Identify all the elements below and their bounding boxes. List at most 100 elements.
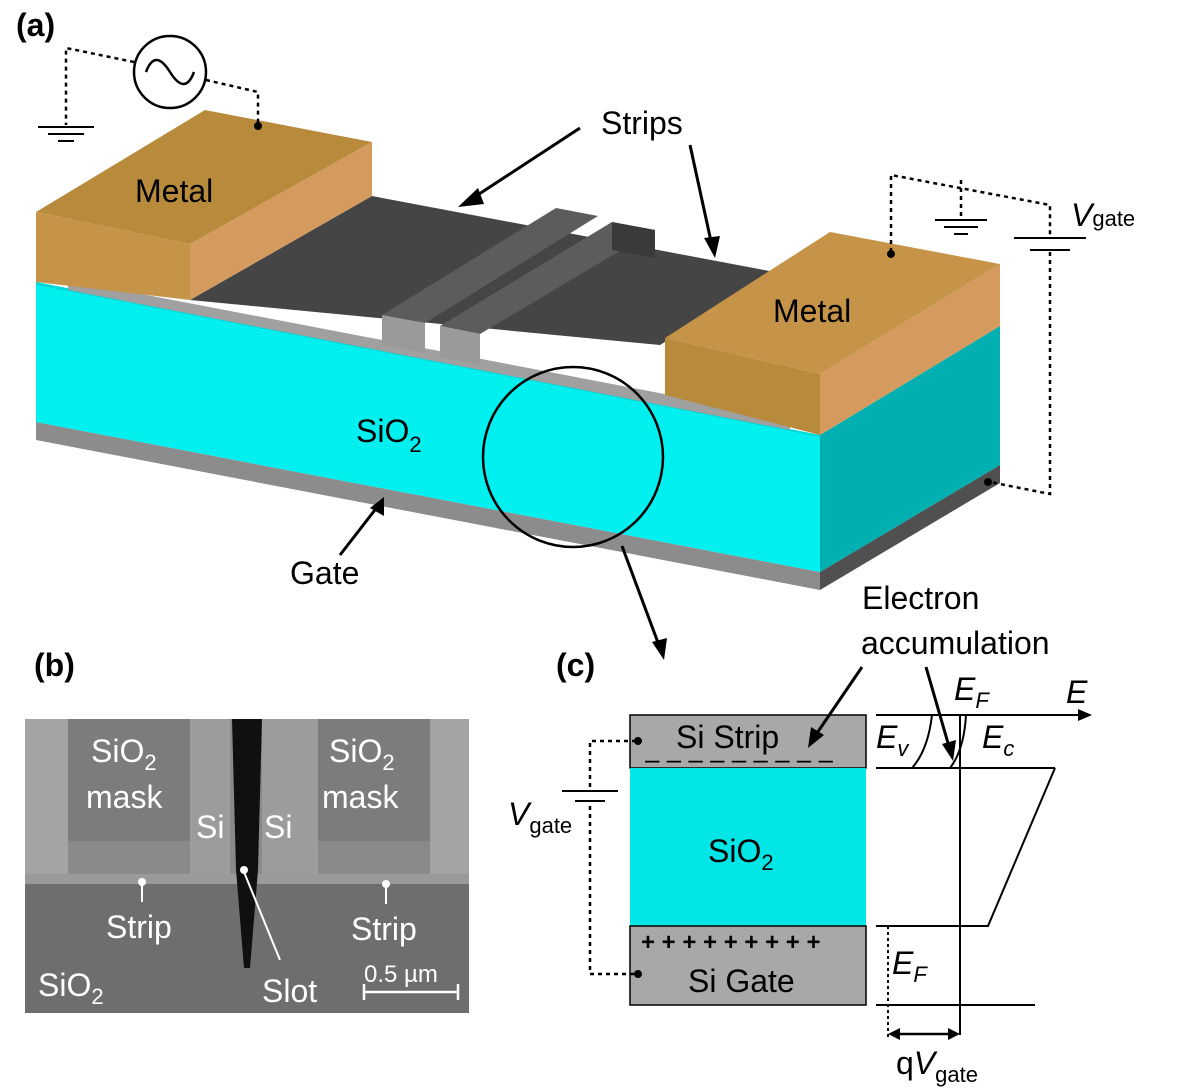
electron-arrow-1 <box>813 666 864 737</box>
strip-right-dot <box>382 880 390 888</box>
ridge-left-front <box>382 315 425 353</box>
sem-mask-left-label-2: mask <box>86 779 163 815</box>
oxide-label-c: SiO2 <box>708 833 774 875</box>
zoom-arrow <box>620 545 662 649</box>
ef-top-label: EF <box>954 671 990 713</box>
vgate-wire-bottom <box>989 252 1052 496</box>
panel-c: (c) Electron accumulation Si Strip – – –… <box>508 580 1092 1087</box>
scale-bar-label: 0.5 µm <box>364 961 438 988</box>
ground-icon-left <box>38 126 94 142</box>
ac-wire-right <box>205 78 260 124</box>
gate-label: Gate <box>290 555 359 591</box>
sem-mask-left-label: SiO2 <box>91 733 157 775</box>
sem-si-left <box>190 719 230 874</box>
ec-label: Ec <box>982 719 1014 761</box>
valence-band-curve <box>911 714 933 769</box>
sem-slot <box>232 719 262 968</box>
gate-arrowhead <box>370 497 384 516</box>
ridge-left-top <box>382 208 598 323</box>
sem-mask-right-label: SiO2 <box>329 733 395 775</box>
sem-mask-right-label-2: mask <box>322 779 399 815</box>
zoom-circle <box>481 365 665 549</box>
vgate-contact-gate-dot <box>984 478 992 486</box>
strip-left-dot <box>138 878 146 886</box>
sem-strip-left-label: Strip <box>106 909 172 945</box>
vgate-label-c: Vgate <box>508 796 572 838</box>
metal-right-front <box>665 338 820 435</box>
panel-b-label: (b) <box>34 647 75 683</box>
strip-front <box>68 280 790 430</box>
panel-b: (b) SiO2 mask SiO2 mask Si Si Strip Stri… <box>25 647 469 1013</box>
gate-arrow <box>338 505 380 556</box>
ridge-right-side <box>612 222 655 258</box>
vgate-c-wire-bottom <box>588 806 636 976</box>
sem-edge-right <box>430 719 469 874</box>
sem-strip-right-label: Strip <box>351 911 417 947</box>
strips-label: Strips <box>601 105 683 141</box>
electron-label-2: accumulation <box>861 625 1050 661</box>
conduction-band-curve <box>949 714 967 769</box>
sem-mask-left <box>68 719 190 841</box>
panel-a-label: (a) <box>16 7 55 43</box>
si-gate-label: Si Gate <box>688 963 795 999</box>
oxide-side <box>820 326 1000 572</box>
zoom-arrowhead <box>652 638 667 660</box>
qv-label: qVgate <box>896 1045 978 1087</box>
metal-left-side <box>190 142 372 300</box>
vgate-wire-top <box>889 173 1052 252</box>
strips-arrow-right <box>688 144 714 247</box>
metal-left-label: Metal <box>135 173 213 209</box>
sem-si-right <box>262 719 318 874</box>
strips-arrowhead-right <box>704 236 720 258</box>
metal-right-top <box>665 232 1000 374</box>
ridge-right-front <box>440 326 480 365</box>
qv-dimension-arrow <box>888 1028 960 1040</box>
metal-right-side <box>820 264 1000 435</box>
oxide-layer-c <box>630 768 866 926</box>
vgate-c-dot-top <box>634 737 642 745</box>
ac-wire-left <box>64 46 135 125</box>
slot-dot <box>240 866 248 874</box>
gate-layer-side <box>820 465 1000 590</box>
sem-mask-right <box>318 719 430 841</box>
ac-contact-dot <box>254 122 262 130</box>
sem-edge-left <box>25 719 68 874</box>
metal-left-front <box>36 212 190 300</box>
electron-label-1: Electron <box>862 580 979 616</box>
sem-si-left-label: Si <box>196 809 224 845</box>
energy-axis-arrowhead <box>1078 709 1092 721</box>
ev-label: Ev <box>876 719 910 761</box>
electron-arrowhead-1 <box>808 727 824 748</box>
sem-oxide-label: SiO2 <box>38 967 104 1009</box>
electron-arrow-2 <box>924 666 952 751</box>
strips-arrow-left <box>469 126 581 202</box>
energy-axis-label: E <box>1066 674 1088 710</box>
panel-c-label: (c) <box>556 647 595 683</box>
plus-charges: + + + + + + + + + <box>641 929 820 956</box>
sem-slot-label: Slot <box>262 973 317 1009</box>
sem-si-right-label: Si <box>264 809 292 845</box>
si-strip-layer <box>629 714 867 769</box>
vgate-contact-top-dot <box>887 250 895 258</box>
ef-bottom-label: EF <box>892 945 928 987</box>
strips-arrowhead-left <box>458 188 484 207</box>
oxide-label: SiO2 <box>356 413 422 457</box>
si-strip-label: Si Strip <box>676 719 779 755</box>
oxide-front <box>36 282 820 572</box>
minus-charges: – – – – – – – – – <box>645 744 833 774</box>
si-gate-layer <box>629 925 867 1006</box>
slot-pointer <box>243 871 281 961</box>
vgate-label-a: Vgate <box>1071 197 1135 233</box>
battery-icon-c <box>562 790 618 802</box>
vgate-c-wire-top <box>588 739 636 790</box>
ground-icon-right <box>935 219 987 235</box>
ac-sine <box>144 58 196 86</box>
metal-right-label: Metal <box>773 293 851 329</box>
electron-arrowhead-2 <box>942 740 956 761</box>
metal-left-top <box>36 110 372 244</box>
ridge-right-top <box>440 222 655 334</box>
panel-a: (a) Metal Metal Strips SiO2 Gate <box>16 7 1135 660</box>
scale-bar <box>362 984 460 1000</box>
vgate-c-dot-bottom <box>634 970 642 978</box>
